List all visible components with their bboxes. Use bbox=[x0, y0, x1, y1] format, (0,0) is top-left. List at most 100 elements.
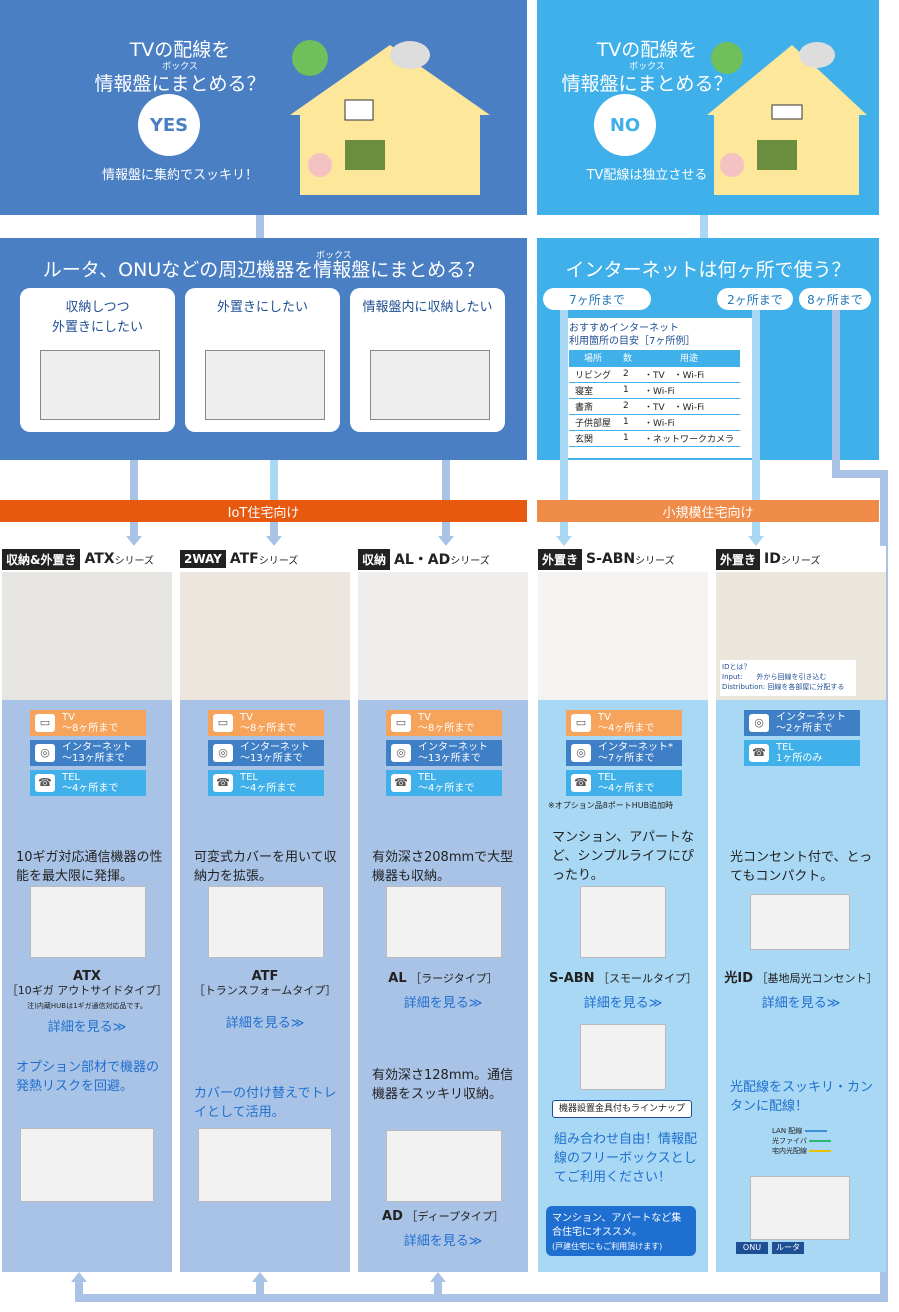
product-image bbox=[580, 886, 666, 958]
cabinet-illustration bbox=[205, 350, 325, 420]
series-suffix: シリーズ bbox=[635, 555, 675, 567]
legend-item: 宅内光配線 bbox=[772, 1146, 868, 1156]
detail-link[interactable]: 詳細を見る≫ bbox=[47, 1020, 127, 1035]
spec-value: ～13ヶ所まで bbox=[418, 753, 481, 764]
spec-tel: ☎TEL～4ヶ所まで bbox=[30, 770, 146, 796]
house-illustration bbox=[290, 40, 490, 195]
spec-value: ～4ヶ所まで bbox=[598, 783, 655, 794]
connector bbox=[256, 215, 264, 238]
id-line: Input: 外から回線を引き込む bbox=[722, 673, 827, 681]
pill-8[interactable]: 8ヶ所まで bbox=[799, 288, 871, 310]
globe-icon bbox=[292, 40, 328, 76]
product-name: 光ID ［基地局光コンセント］ bbox=[716, 972, 886, 986]
router-question: ルータ、ONUなどの周辺機器を情報盤にまとめる？ bbox=[42, 259, 485, 281]
spec-tv: ▭TV～8ヶ所まで bbox=[208, 710, 324, 736]
detail-link-2[interactable]: 詳細を見る≫ bbox=[403, 1234, 483, 1249]
product-image bbox=[30, 886, 146, 958]
spec-value: ～13ヶ所まで bbox=[62, 753, 125, 764]
tv-icon: ▭ bbox=[213, 714, 233, 732]
room-photo bbox=[180, 572, 350, 700]
spec-internet: ◎インターネット～13ヶ所まで bbox=[30, 740, 146, 766]
no-panel: TVの配線を ボックス 情報盤にまとめる？ NO TV配線は独立させる bbox=[537, 0, 879, 215]
product-type: ［ディープタイプ］ bbox=[406, 1210, 504, 1223]
connector bbox=[270, 522, 278, 536]
connector bbox=[256, 1282, 264, 1300]
cell: リビング bbox=[569, 366, 618, 383]
series-suffix: シリーズ bbox=[114, 555, 155, 567]
cell: 寝室 bbox=[569, 382, 618, 399]
spec-value: 1ヶ所のみ bbox=[776, 753, 823, 764]
phone-icon: ☎ bbox=[391, 774, 411, 792]
room-photo bbox=[538, 572, 708, 700]
detail-link[interactable]: 詳細を見る≫ bbox=[403, 996, 483, 1011]
connector bbox=[560, 522, 568, 536]
recommend-box: マンション、アパートなど集合住宅にオススメ。 (戸建住宅にもご利用頂けます) bbox=[546, 1206, 696, 1256]
no-badge[interactable]: NO bbox=[594, 94, 656, 156]
product-image bbox=[208, 886, 324, 958]
product-name: ATX［10ギガ アウトサイドタイプ］注)内蔵HUBは1ギガ通信対応品です。 bbox=[2, 970, 172, 1013]
series-name: ATX bbox=[84, 551, 115, 567]
connector bbox=[752, 310, 760, 500]
pill-7[interactable]: 7ヶ所まで bbox=[543, 288, 651, 310]
spec-label: TEL bbox=[62, 772, 80, 783]
spec-internet: ◎インターネット*～7ヶ所まで bbox=[566, 740, 682, 766]
connector bbox=[130, 522, 138, 536]
th: 数 bbox=[617, 350, 639, 367]
option-note: ※オプション品8ポートHUB追加時 bbox=[548, 801, 674, 810]
cell: ・TV ・Wi-Fi bbox=[638, 398, 741, 415]
internet-question: インターネットは何ヶ所で使う？ bbox=[565, 259, 851, 281]
series-suffix: シリーズ bbox=[450, 555, 490, 567]
spec-value: ～2ヶ所まで bbox=[776, 723, 833, 734]
product-name-main: 光ID bbox=[724, 971, 754, 986]
spec-value: ～8ヶ所まで bbox=[62, 723, 119, 734]
cabinet-illustration bbox=[370, 350, 490, 420]
globe-icon: ◎ bbox=[571, 744, 591, 762]
recommend-subtext: (戸建住宅にもご利用頂けます) bbox=[552, 1242, 663, 1251]
series-tag: 外置き bbox=[538, 548, 583, 570]
tv-icon: ▭ bbox=[35, 714, 55, 732]
feature-text: 可変式カバーを用いて収納力を拡張。 bbox=[194, 850, 337, 884]
product-name: S-ABN ［スモールタイプ］ bbox=[538, 972, 708, 986]
arrow-up-icon bbox=[252, 1272, 268, 1282]
detail-link[interactable]: 詳細を見る≫ bbox=[583, 996, 663, 1011]
yes-question: TVの配線を ボックス 情報盤にまとめる？ bbox=[80, 38, 280, 96]
connector bbox=[832, 470, 887, 478]
card-outside[interactable]: 外置きにしたい bbox=[185, 288, 340, 432]
yes-badge[interactable]: YES bbox=[138, 94, 200, 156]
card-store-and-outside[interactable]: 収納しつつ 外置きにしたい bbox=[20, 288, 175, 432]
detail-link[interactable]: 詳細を見る≫ bbox=[225, 1016, 305, 1031]
series-tag: 収納&外置き bbox=[2, 548, 81, 570]
series-name: AL・AD bbox=[394, 552, 451, 568]
connector bbox=[752, 522, 760, 536]
pill-2[interactable]: 2ヶ所まで bbox=[717, 288, 793, 310]
question-line2: 情報盤にまとめる？ bbox=[94, 73, 266, 95]
globe-icon: ◎ bbox=[35, 744, 55, 762]
connector bbox=[434, 1282, 442, 1300]
spec-value: ～8ヶ所まで bbox=[240, 723, 297, 734]
series-name: ATF bbox=[229, 551, 259, 567]
product-image-2 bbox=[386, 1130, 502, 1202]
detail-link[interactable]: 詳細を見る≫ bbox=[761, 996, 841, 1011]
connector bbox=[270, 460, 278, 500]
th: 場所 bbox=[569, 350, 618, 367]
router-panel: ボックス ルータ、ONUなどの周辺機器を情報盤にまとめる？ 収納しつつ 外置きに… bbox=[0, 238, 527, 460]
product-type: ［10ギガ アウトサイドタイプ］ bbox=[6, 984, 168, 997]
product-name-2: AD ［ディープタイプ］ bbox=[358, 1210, 528, 1224]
card-inside[interactable]: 情報盤内に収納したい bbox=[350, 288, 505, 432]
arrow-up-icon bbox=[71, 1272, 87, 1282]
option-text: カバーの付け替えでトレイとして活用。 bbox=[194, 1086, 337, 1120]
feature-text-2: 有効深さ128mm。通信機器をスッキリ収納。 bbox=[372, 1068, 514, 1102]
globe-icon: ◎ bbox=[391, 744, 411, 762]
connector bbox=[75, 1294, 887, 1302]
yes-subtext: 情報盤に集約でスッキリ！ bbox=[101, 168, 258, 183]
question-line1: TVの配線を bbox=[129, 39, 231, 61]
